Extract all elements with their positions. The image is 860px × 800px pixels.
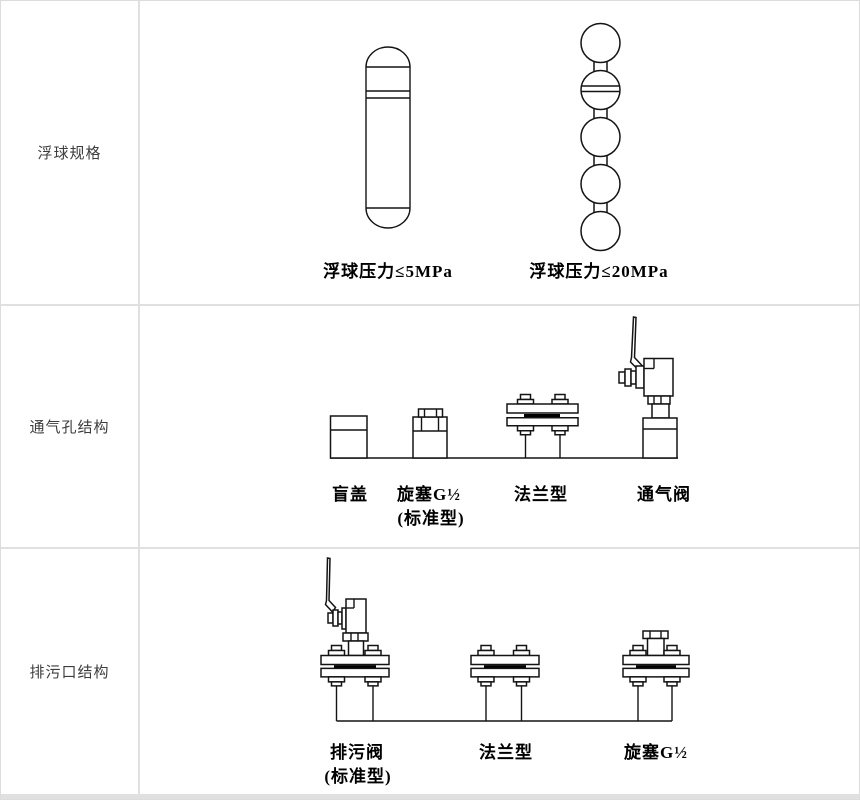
caption-blind-cover: 盲盖 xyxy=(332,485,368,504)
column-divider xyxy=(138,1,140,794)
flange-bottom-plate xyxy=(471,668,539,677)
bolt xyxy=(663,676,681,687)
bolt xyxy=(327,676,346,687)
valve-collar xyxy=(343,633,368,641)
valve-stem xyxy=(625,369,631,386)
flange-gasket xyxy=(334,665,376,669)
valve-stem-nut xyxy=(619,372,625,383)
flange-figure xyxy=(471,644,539,722)
flange-bottom-plate xyxy=(507,418,578,426)
bolt xyxy=(364,676,382,687)
flange-top-plate xyxy=(321,656,389,665)
float-ball-chain-figure xyxy=(581,24,620,251)
row-header-drain-port: 排污口结构 xyxy=(29,664,110,681)
plug-hex-cap xyxy=(419,409,443,417)
valve-neck xyxy=(652,404,669,418)
bolt xyxy=(516,393,535,405)
bolt xyxy=(551,393,569,405)
plug-stem xyxy=(648,639,665,656)
vent-hole-diagrams xyxy=(138,306,860,547)
caption-screw-plug: 旋塞G½ xyxy=(624,743,688,762)
valve-stem xyxy=(636,366,644,388)
valve-handle-lever xyxy=(631,317,643,370)
valve-neck xyxy=(349,641,364,656)
caption-drain-valve: 排污阀 xyxy=(330,743,384,762)
bolt xyxy=(477,676,495,687)
caption-float-5mpa: 浮球压力≤5MPa xyxy=(323,262,453,281)
table-bottom-border xyxy=(1,794,859,799)
flange-gasket xyxy=(484,665,526,669)
vent-valve-figure xyxy=(619,317,677,458)
flange-top-plate xyxy=(623,656,689,665)
bolt xyxy=(477,644,495,657)
capsule-bottom-dome xyxy=(366,208,410,228)
row-divider-1 xyxy=(1,304,859,306)
caption-screw-plug-sub: (标准型) xyxy=(397,509,465,528)
flange-gasket xyxy=(636,665,676,669)
bolt xyxy=(629,676,647,687)
drain-port-diagrams xyxy=(138,549,860,794)
screw-plug-figure xyxy=(413,409,447,458)
flange-bottom-plate xyxy=(623,668,689,677)
bolt xyxy=(551,425,569,436)
float-spec-diagrams xyxy=(138,1,860,304)
capsule-top-dome xyxy=(366,47,410,67)
valve-body xyxy=(644,359,673,397)
caption-flange-type: 法兰型 xyxy=(514,485,568,504)
flange-top-plate xyxy=(507,404,578,413)
drain-valve-figure xyxy=(321,558,389,721)
caption-screw-plug: 旋塞G½ xyxy=(397,485,461,504)
caption-float-20mpa: 浮球压力≤20MPa xyxy=(529,262,669,281)
flange-figure xyxy=(507,393,578,459)
valve-handle-lever xyxy=(326,558,336,612)
float-ball xyxy=(581,165,620,204)
blind-cover-figure xyxy=(331,416,368,458)
bolt xyxy=(327,644,346,657)
bolt xyxy=(512,644,531,657)
row-header-vent-hole: 通气孔结构 xyxy=(29,419,110,436)
float-ball xyxy=(581,118,620,157)
plug-body xyxy=(413,417,447,458)
bolt xyxy=(364,644,382,657)
bolt xyxy=(629,644,647,657)
bolt xyxy=(516,425,535,436)
flange-gasket xyxy=(524,414,560,418)
float-capsule-figure xyxy=(366,47,410,228)
bolt xyxy=(512,676,531,687)
float-ball xyxy=(581,212,620,251)
plug-hex-cap xyxy=(643,631,668,639)
valve-base xyxy=(643,418,677,458)
caption-drain-valve-sub: (标准型) xyxy=(324,767,392,786)
caption-vent-valve: 通气阀 xyxy=(637,485,691,504)
float-ball xyxy=(581,71,620,110)
caption-flange-type: 法兰型 xyxy=(479,743,533,762)
valve-collar xyxy=(648,396,670,404)
row-header-float-spec: 浮球规格 xyxy=(37,145,102,162)
flange-bottom-plate xyxy=(321,668,389,677)
row-divider-2 xyxy=(1,547,859,549)
flange-top-plate xyxy=(471,656,539,665)
bolt xyxy=(663,644,681,657)
screw-plug-flange-figure xyxy=(623,631,689,721)
float-ball xyxy=(581,24,620,63)
valve-body xyxy=(346,599,366,633)
